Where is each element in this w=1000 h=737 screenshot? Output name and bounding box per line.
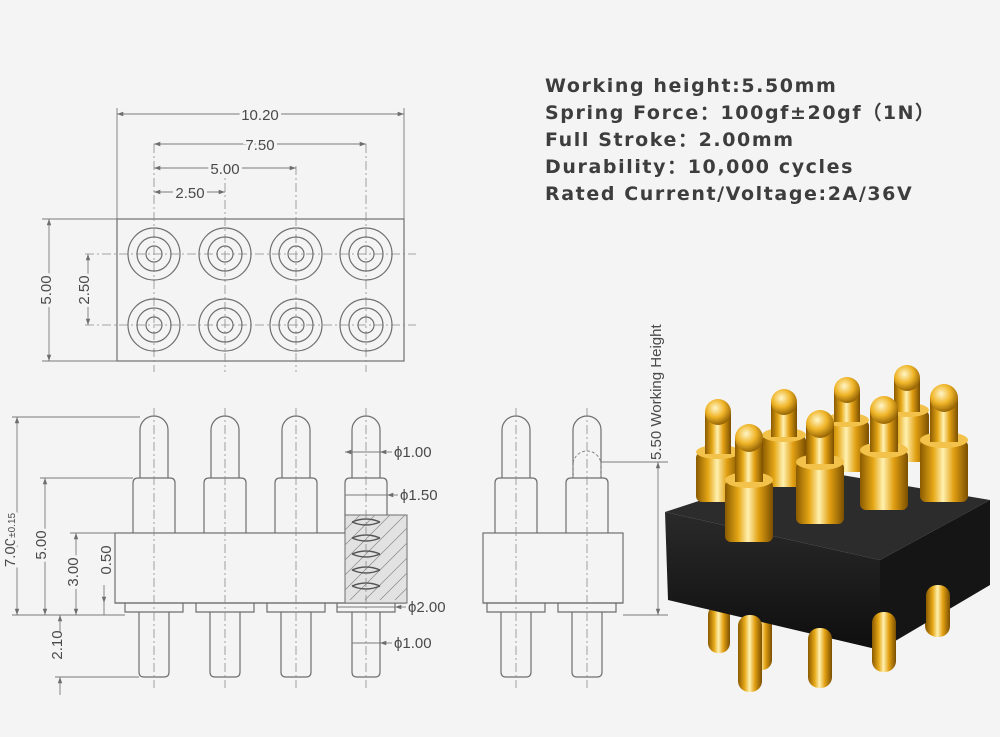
pin-hole xyxy=(269,227,323,281)
pin-tail xyxy=(926,585,950,637)
dim-housing-height: 5.00 xyxy=(38,275,55,304)
pin-hole xyxy=(127,227,181,281)
pin-hole xyxy=(198,298,252,352)
pogo-pin xyxy=(796,410,844,524)
dim-pitch: 2.50 xyxy=(175,185,204,202)
insulator-side xyxy=(880,500,990,650)
dim-flange-dia: ϕ2.00 xyxy=(408,599,446,616)
pin-side xyxy=(124,408,184,688)
dim-plunger-dia: ϕ1.00 xyxy=(394,444,432,461)
dim-body-height: 3.00 xyxy=(65,557,82,586)
dim-barrel-dia: ϕ1.50 xyxy=(400,487,438,504)
housing-outline-front xyxy=(482,532,624,604)
pin-hole xyxy=(339,298,393,352)
dim-span-2: 5.00 xyxy=(210,161,239,178)
dim-working-height: 5.50 Working Height xyxy=(648,324,665,460)
front-view: 5.50 Working Height xyxy=(482,324,668,688)
dim-tail-length: 2.10 xyxy=(49,630,66,659)
pin-hole xyxy=(127,298,181,352)
dim-flange: 0.50 xyxy=(98,545,115,574)
pogo-pin xyxy=(860,396,908,510)
dim-total-height-label: 7.00±0.15 xyxy=(2,512,19,567)
top-view: 10.20 7.50 5.00 2.50 5.00 2.50 xyxy=(35,104,416,372)
spec-durability: Durability：10,000 cycles xyxy=(545,156,855,178)
spec-working-height: Working height:5.50mm xyxy=(545,75,838,97)
pin-front xyxy=(486,408,546,688)
pin-hole xyxy=(269,298,323,352)
insulator-front xyxy=(665,512,880,650)
pin-side xyxy=(266,408,326,688)
pin-hole xyxy=(198,227,252,281)
pogo-pin xyxy=(762,389,806,487)
pin-tail xyxy=(738,615,762,690)
dim-row-pitch: 2.50 xyxy=(76,275,93,304)
housing-outline-top xyxy=(116,218,405,362)
pin-hole xyxy=(339,227,393,281)
pin-tail xyxy=(808,628,832,688)
spec-spring-force: Spring Force：100gf±20gf（1N） xyxy=(545,102,936,124)
pin-side xyxy=(195,408,255,688)
dim-upper-height: 5.00 xyxy=(33,530,50,559)
pogo-pin xyxy=(920,384,968,502)
dim-total-height-tol: ±0.15 xyxy=(7,512,18,537)
spec-full-stroke: Full Stroke：2.00mm xyxy=(545,129,795,151)
product-render xyxy=(665,365,990,692)
spec-rated-current-voltage: Rated Current/Voltage:2A/36V xyxy=(545,183,914,205)
side-view: ϕ1.00 ϕ1.50 ϕ2.00 ϕ1.00 7.00±0.15 5.00 3… xyxy=(0,408,446,695)
pin-side-section xyxy=(336,408,408,688)
pogo-pin xyxy=(725,424,773,542)
pin-front xyxy=(557,408,617,688)
pin-tail xyxy=(872,612,896,672)
dim-tail-dia: ϕ1.00 xyxy=(394,635,432,652)
spec-list: Working height:5.50mm Spring Force：100gf… xyxy=(545,73,936,208)
dim-span-3: 7.50 xyxy=(245,137,274,154)
dim-total-width: 10.20 xyxy=(241,107,279,124)
dim-total-height: 7.00 xyxy=(2,538,19,567)
